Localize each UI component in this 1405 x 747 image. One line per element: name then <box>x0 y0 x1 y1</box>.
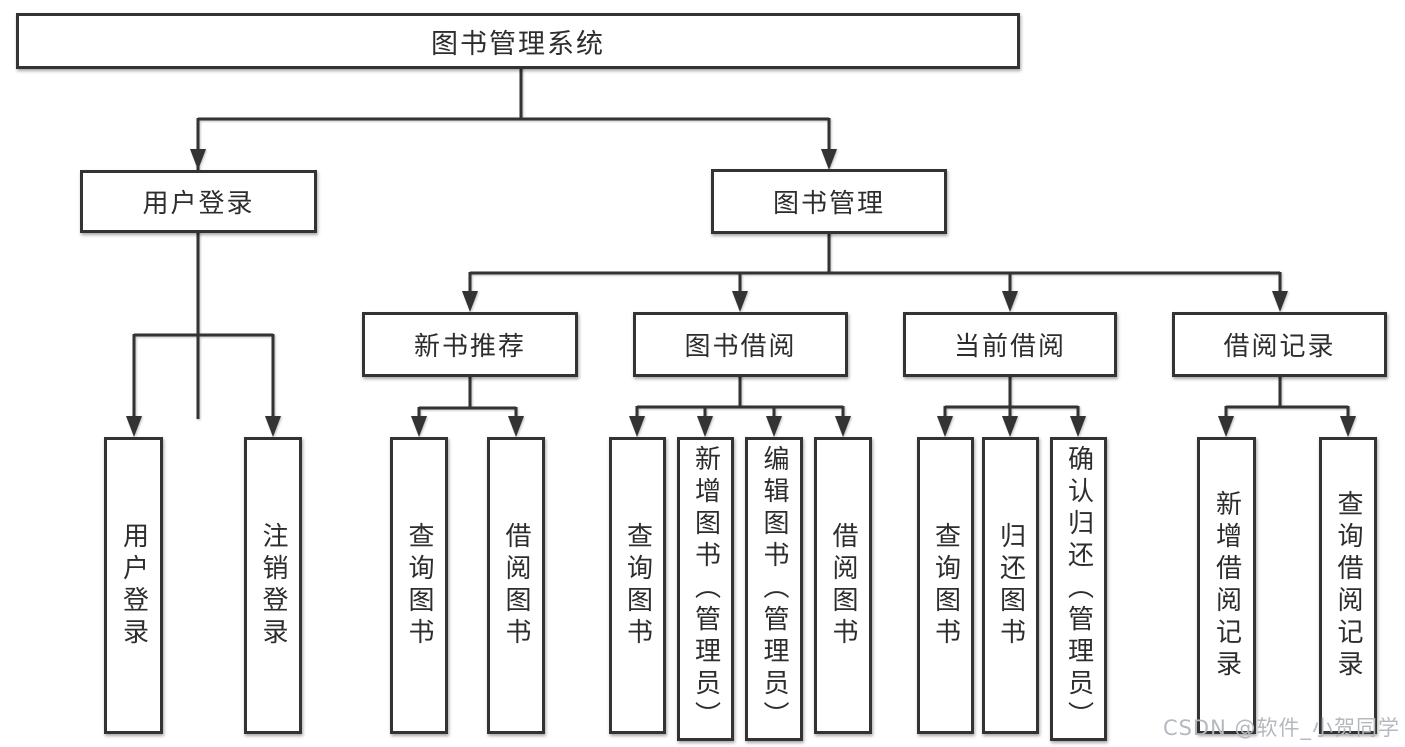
node-user-login: 用户登录 <box>80 170 317 233</box>
node-current-borrow: 当前借阅 <box>903 312 1117 377</box>
leaf-confirm-return-admin-label: 确认归还（管理员） <box>1063 445 1094 733</box>
leaf-query-book-recommend-label: 查询图书 <box>404 521 434 650</box>
node-root-label: 图书管理系统 <box>431 28 605 60</box>
node-current-borrow-label: 当前借阅 <box>953 332 1066 362</box>
leaf-logout: 注销登录 <box>244 437 302 734</box>
leaf-edit-book-admin: 编辑图书（管理员） <box>745 437 803 741</box>
leaf-return-book: 归还图书 <box>982 437 1039 734</box>
connector-record-children <box>1218 374 1356 437</box>
leaf-query-book-borrow-label: 查询图书 <box>622 521 653 650</box>
leaf-user-login: 用户登录 <box>104 437 163 734</box>
leaf-query-borrow-record: 查询借阅记录 <box>1319 437 1377 734</box>
leaf-add-book-admin-label: 新增图书（管理员） <box>690 445 721 733</box>
connector-borrow-children <box>629 374 851 437</box>
node-book-management-label: 图书管理 <box>772 189 885 219</box>
leaf-borrow-book: 借阅图书 <box>814 437 872 734</box>
node-borrow-record-label: 借阅记录 <box>1223 332 1336 362</box>
node-borrow-record: 借阅记录 <box>1172 312 1387 377</box>
node-new-book-recommend: 新书推荐 <box>362 312 578 377</box>
connector-root-children <box>190 66 837 419</box>
leaf-query-book-borrow: 查询图书 <box>609 437 666 734</box>
leaf-logout-label: 注销登录 <box>258 521 288 650</box>
leaf-add-borrow-record-label: 新增借阅记录 <box>1211 489 1242 682</box>
leaf-query-borrow-record-label: 查询借阅记录 <box>1333 489 1363 682</box>
leaf-query-book-current: 查询图书 <box>917 437 974 734</box>
watermark: CSDN @软件_小贺同学 <box>1162 716 1400 740</box>
leaf-query-book-current-label: 查询图书 <box>930 521 961 650</box>
node-book-borrow-label: 图书借阅 <box>684 332 797 362</box>
node-root: 图书管理系统 <box>16 13 1020 69</box>
node-book-management: 图书管理 <box>711 169 947 234</box>
leaf-add-borrow-record: 新增借阅记录 <box>1197 437 1256 734</box>
leaf-confirm-return-admin: 确认归还（管理员） <box>1050 437 1107 741</box>
leaf-query-book-recommend: 查询图书 <box>390 437 448 734</box>
leaf-return-book-label: 归还图书 <box>995 521 1026 650</box>
leaf-borrow-book-recommend: 借阅图书 <box>487 437 545 734</box>
connector-login-children <box>126 230 281 437</box>
node-book-borrow: 图书借阅 <box>633 312 848 377</box>
node-new-book-recommend-label: 新书推荐 <box>413 332 526 362</box>
connector-recommend-children <box>411 374 524 437</box>
connector-management-children <box>462 230 1288 312</box>
leaf-add-book-admin: 新增图书（管理员） <box>677 437 734 741</box>
leaf-user-login-label: 用户登录 <box>118 521 149 650</box>
leaf-edit-book-admin-label: 编辑图书（管理员） <box>759 445 789 733</box>
leaf-borrow-book-label: 借阅图书 <box>828 521 858 650</box>
connector-current-children <box>937 374 1086 437</box>
leaf-borrow-book-recommend-label: 借阅图书 <box>501 521 531 650</box>
node-user-login-label: 用户登录 <box>142 189 255 219</box>
